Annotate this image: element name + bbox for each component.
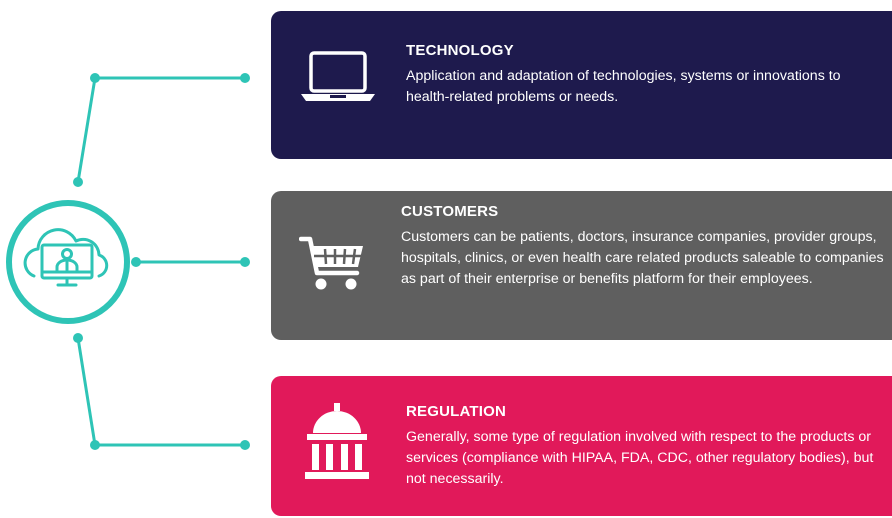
shopping-cart-icon	[299, 236, 363, 290]
technology-card: TECHNOLOGY Application and adaptation of…	[271, 11, 892, 159]
regulation-card: REGULATION Generally, some type of regul…	[271, 376, 892, 516]
cloud-telemedicine-icon	[23, 228, 109, 287]
card-title: TECHNOLOGY	[406, 42, 514, 59]
card-title: REGULATION	[406, 403, 507, 420]
card-body: Customers can be patients, doctors, insu…	[401, 229, 884, 287]
customers-card: CUSTOMERS Customers can be patients, doc…	[271, 191, 892, 340]
connector-dot	[131, 257, 141, 267]
card-title: CUSTOMERS	[401, 203, 499, 220]
card-body: Application and adaptation of technologi…	[406, 68, 841, 105]
connector-dot	[240, 257, 250, 267]
connector-dot	[240, 73, 250, 83]
connector-technology	[76, 76, 247, 184]
laptop-icon	[301, 51, 375, 101]
card-body: Generally, some type of regulation invol…	[406, 429, 874, 487]
connector-dot	[90, 73, 100, 83]
connector-dot	[240, 440, 250, 450]
connector-regulation	[76, 336, 247, 447]
connector-dot	[90, 440, 100, 450]
connector-dot	[73, 333, 83, 343]
government-building-icon	[305, 403, 369, 479]
connector-dot	[73, 177, 83, 187]
